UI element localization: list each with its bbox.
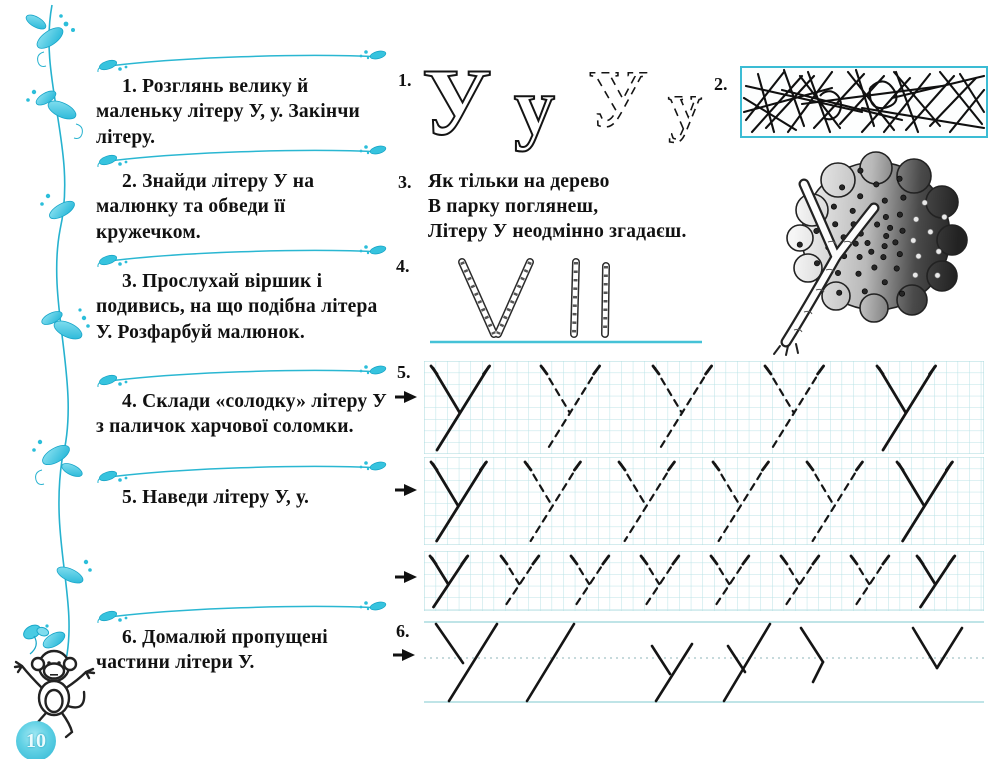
task-number: 1. xyxy=(122,76,138,97)
task-text: Знайди літеру У на малюнку та обведи її … xyxy=(96,171,315,243)
task-number: 6. xyxy=(122,627,138,648)
task-1: 1. Розглянь велику й маленьку літеру У, … xyxy=(96,48,392,150)
hidden-letters-box xyxy=(740,66,988,138)
exercise-3-label: 3. xyxy=(398,172,412,192)
task-text: Склади «солодку» літеру У з паличок харч… xyxy=(96,391,387,438)
row-start-arrow xyxy=(395,484,417,496)
divider-swoosh xyxy=(97,145,387,167)
divider-swoosh xyxy=(97,601,387,623)
task-text: Наведи літеру У, у. xyxy=(142,487,310,508)
task-number: 4. xyxy=(122,391,138,412)
poem-line: Як тільки на дерево xyxy=(428,171,610,192)
tree-illustration xyxy=(773,151,968,356)
task-6: 6. Домалюй пропущені частини літери У. xyxy=(96,599,392,676)
task-4: 4. Склади «солодку» літеру У з паличок х… xyxy=(96,363,392,440)
exercise-5-label: 5. xyxy=(397,362,411,382)
task-text: Домалюй пропущені частини літери У. xyxy=(96,627,328,674)
row-start-arrow xyxy=(395,391,417,403)
poem-line: Літеру У неодмінно згадаєш. xyxy=(428,221,687,242)
task-3: 3. Прослухай віршик і подивись, на що по… xyxy=(96,243,392,345)
page-number: 10 xyxy=(26,729,46,752)
page-number-badge: 10 xyxy=(16,721,56,759)
task-number: 2. xyxy=(122,171,138,192)
exercise-1-label: 1. xyxy=(398,70,412,90)
row-start-arrow xyxy=(395,571,417,583)
divider-swoosh xyxy=(97,245,387,267)
scribble-lines xyxy=(742,68,986,134)
svg-text:У: У xyxy=(588,54,648,144)
exercise-6-label: 6. xyxy=(396,621,410,641)
completion-row xyxy=(424,621,984,703)
svg-text:у: у xyxy=(514,61,555,152)
task-text: Прослухай віршик і подивись, на що подіб… xyxy=(96,271,378,343)
practice-grid-row xyxy=(424,361,984,454)
poem-line: В парку поглянеш, xyxy=(428,196,599,217)
practice-grid-row xyxy=(424,457,984,545)
poem: Як тільки на дерево В парку поглянеш, Лі… xyxy=(428,169,687,244)
monkey-illustration xyxy=(13,624,96,740)
task-number: 3. xyxy=(122,271,138,292)
vine-decoration xyxy=(25,4,92,661)
practice-grid-row xyxy=(424,551,984,611)
svg-text:У: У xyxy=(422,54,492,155)
task-number: 5. xyxy=(122,487,138,508)
task-2: 2. Знайди літеру У на малюнку та обведи … xyxy=(96,143,392,245)
exercise-2-label: 2. xyxy=(714,74,728,94)
svg-text:у: у xyxy=(668,67,702,143)
divider-swoosh xyxy=(97,365,387,387)
task-5: 5. Наведи літеру У, у. xyxy=(96,459,392,510)
divider-swoosh xyxy=(97,461,387,483)
exercise-4-label: 4. xyxy=(396,256,410,276)
task-text: Розглянь велику й маленьку літеру У, у. … xyxy=(96,76,360,148)
row-start-arrow xyxy=(393,649,415,661)
divider-swoosh xyxy=(97,50,387,72)
straw-sticks xyxy=(430,258,702,344)
